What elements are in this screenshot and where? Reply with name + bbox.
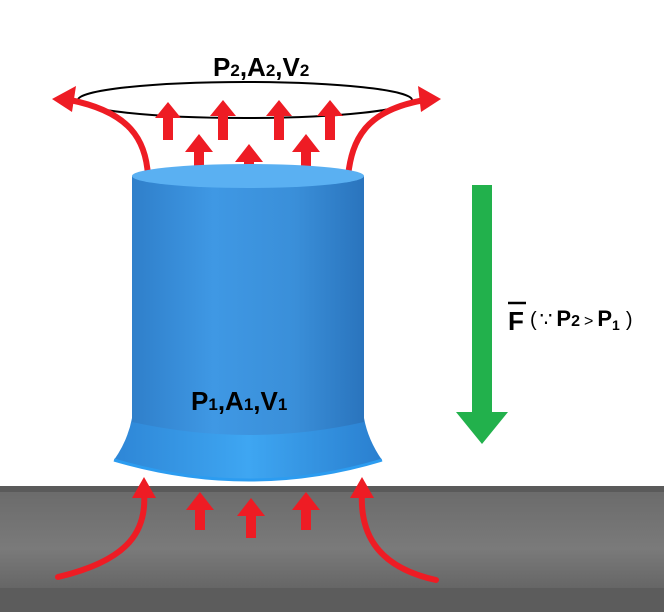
- up-arrow: [237, 498, 265, 538]
- force-label: F (∵P2>P1): [508, 301, 633, 336]
- inflow-head-left: [132, 477, 156, 498]
- cylinder-body: [132, 176, 364, 435]
- force-condition: (∵P2>P1): [530, 306, 633, 333]
- outflow-arrows: [67, 97, 428, 179]
- ground: [0, 486, 664, 612]
- up-arrow: [210, 100, 236, 140]
- force-symbol: F: [508, 306, 524, 336]
- outlet-ring: [77, 81, 413, 119]
- inflow-arrows: [55, 489, 439, 583]
- inflow-curve-right: [358, 489, 439, 583]
- inlet-label: P1,A1,V1: [191, 386, 287, 416]
- outflow-curve-right: [345, 97, 428, 179]
- up-arrow: [186, 492, 214, 530]
- inflow-head-right: [350, 477, 374, 498]
- up-arrow: [292, 134, 320, 176]
- cylinder: [113, 164, 383, 482]
- upward-arrows-bottom: [186, 492, 320, 538]
- up-arrow: [185, 134, 213, 176]
- outflow-head-right: [418, 86, 441, 112]
- inflow-curve-left: [55, 489, 148, 580]
- cylinder-flare: [114, 418, 382, 480]
- up-arrow: [292, 492, 320, 530]
- outflow-head-left: [52, 86, 76, 112]
- up-arrow: [266, 100, 292, 140]
- cylinder-top: [132, 164, 364, 188]
- force-arrow: [456, 185, 508, 444]
- outlet-label: P2,A2,V2: [213, 52, 309, 82]
- outflow-curve-left: [67, 97, 151, 179]
- up-arrow: [317, 100, 343, 140]
- up-arrow: [155, 102, 181, 140]
